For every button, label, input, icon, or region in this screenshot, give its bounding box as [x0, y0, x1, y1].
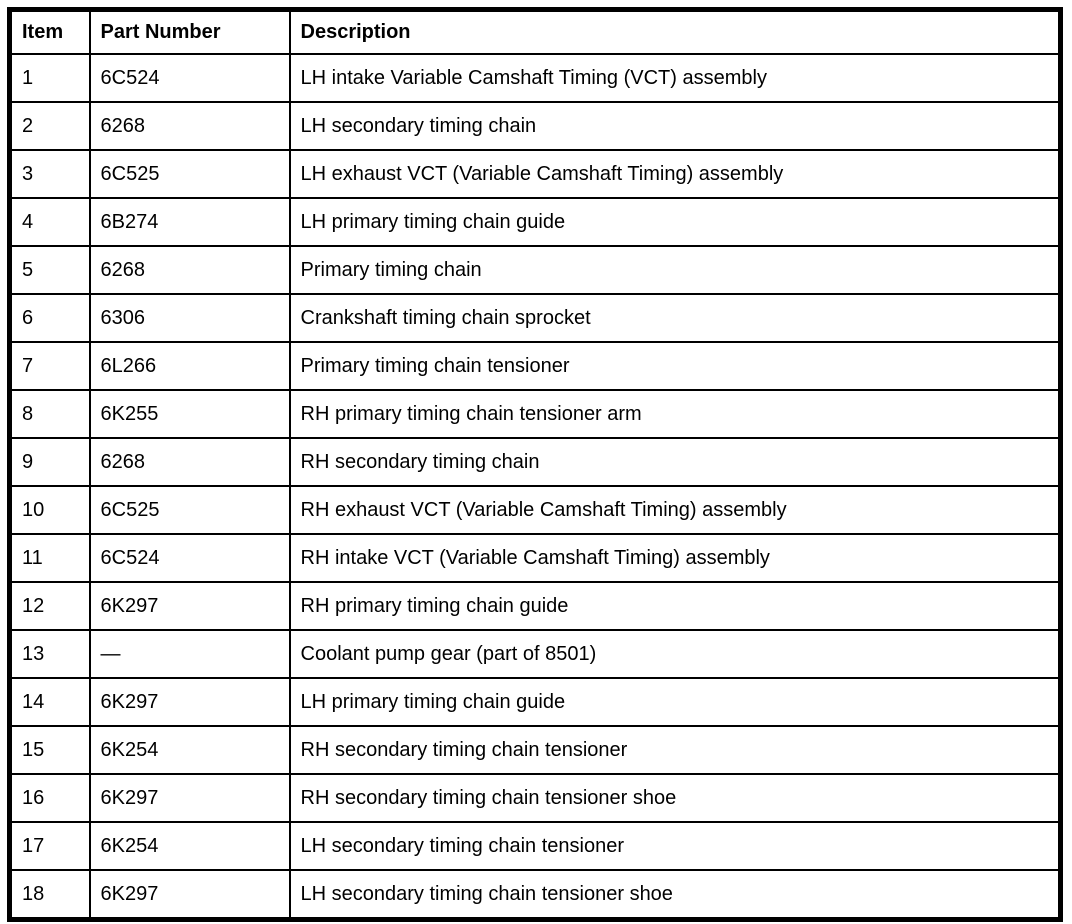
item-cell: 9 [8, 437, 91, 487]
item-cell: 1 [8, 53, 91, 103]
description-cell: RH secondary timing chain tensioner [288, 725, 1062, 775]
item-cell: 15 [8, 725, 91, 775]
part-number-cell: 6B274 [88, 197, 291, 247]
item-cell: 10 [8, 485, 91, 535]
item-cell: 17 [8, 821, 91, 871]
column-header-description: Description [288, 8, 1062, 55]
description-cell: RH secondary timing chain [288, 437, 1062, 487]
part-number-cell: 6K255 [88, 389, 291, 439]
description-cell: RH exhaust VCT (Variable Camshaft Timing… [288, 485, 1062, 535]
column-header-part-number: Part Number [88, 8, 291, 55]
part-number-cell: 6C525 [88, 149, 291, 199]
item-cell: 5 [8, 245, 91, 295]
item-cell: 3 [8, 149, 91, 199]
item-cell: 7 [8, 341, 91, 391]
item-cell: 11 [8, 533, 91, 583]
item-cell: 18 [8, 869, 91, 921]
part-number-cell: — [88, 629, 291, 679]
description-cell: Crankshaft timing chain sprocket [288, 293, 1062, 343]
item-cell: 4 [8, 197, 91, 247]
description-cell: LH secondary timing chain tensioner [288, 821, 1062, 871]
part-number-cell: 6C524 [88, 53, 291, 103]
part-number-cell: 6K297 [88, 773, 291, 823]
item-cell: 2 [8, 101, 91, 151]
item-cell: 14 [8, 677, 91, 727]
description-cell: LH intake Variable Camshaft Timing (VCT)… [288, 53, 1062, 103]
description-cell: LH primary timing chain guide [288, 197, 1062, 247]
description-cell: LH primary timing chain guide [288, 677, 1062, 727]
description-cell: LH secondary timing chain [288, 101, 1062, 151]
description-cell: RH primary timing chain tensioner arm [288, 389, 1062, 439]
description-cell: RH intake VCT (Variable Camshaft Timing)… [288, 533, 1062, 583]
description-cell: LH exhaust VCT (Variable Camshaft Timing… [288, 149, 1062, 199]
item-cell: 16 [8, 773, 91, 823]
part-number-cell: 6K297 [88, 677, 291, 727]
part-number-cell: 6268 [88, 101, 291, 151]
table-row: 13—Coolant pump gear (part of 8501) [8, 629, 1062, 679]
description-cell: Primary timing chain tensioner [288, 341, 1062, 391]
description-cell: LH secondary timing chain tensioner shoe [288, 869, 1062, 921]
part-number-cell: 6268 [88, 437, 291, 487]
column-header-item: Item [8, 8, 91, 55]
description-cell: RH secondary timing chain tensioner shoe [288, 773, 1062, 823]
part-number-cell: 6C524 [88, 533, 291, 583]
part-number-cell: 6C525 [88, 485, 291, 535]
part-number-cell: 6K297 [88, 581, 291, 631]
part-number-cell: 6K254 [88, 821, 291, 871]
description-cell: RH primary timing chain guide [288, 581, 1062, 631]
item-cell: 12 [8, 581, 91, 631]
item-cell: 8 [8, 389, 91, 439]
description-cell: Primary timing chain [288, 245, 1062, 295]
part-number-cell: 6K254 [88, 725, 291, 775]
description-cell: Coolant pump gear (part of 8501) [288, 629, 1062, 679]
part-number-cell: 6268 [88, 245, 291, 295]
header-row: Item Part Number Description [8, 8, 1062, 55]
part-number-cell: 6L266 [88, 341, 291, 391]
item-cell: 13 [8, 629, 91, 679]
part-number-cell: 6K297 [88, 869, 291, 921]
table-header: Item Part Number Description [8, 8, 1062, 55]
item-cell: 6 [8, 293, 91, 343]
part-number-cell: 6306 [88, 293, 291, 343]
